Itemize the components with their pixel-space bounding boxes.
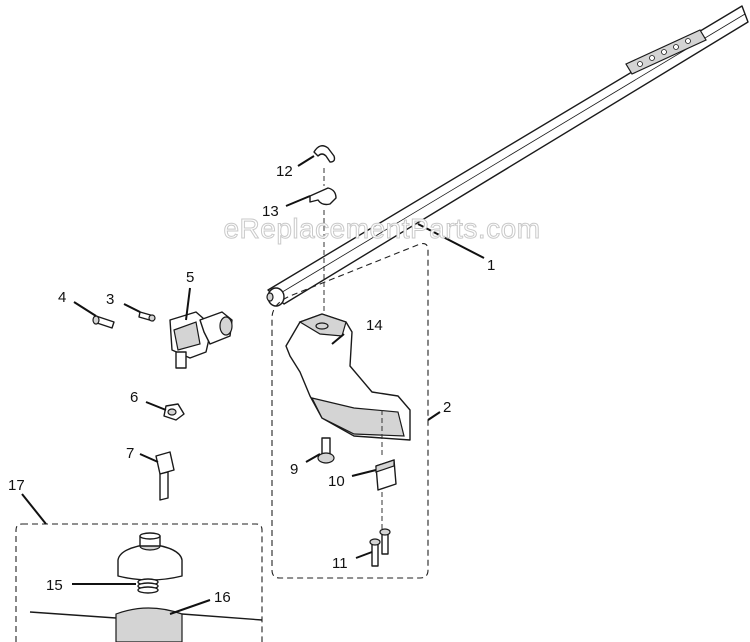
part-9-screw [317,437,335,464]
callout-1: 1 [487,257,495,274]
callout-17: 17 [8,477,25,494]
callout-3: 3 [106,291,114,308]
callout-2: 2 [443,399,451,416]
leader-1 [417,223,485,259]
part-14-grass-guard [285,313,411,441]
callout-14: 14 [366,317,383,334]
callout-11: 11 [332,555,348,572]
trimmer-head-cap [117,532,183,581]
callout-6: 6 [130,389,138,406]
leader-17 [21,493,47,525]
callout-15: 15 [46,577,63,594]
leader-5 [185,287,191,321]
part-11-screws [369,528,391,567]
part-6-nut [163,403,185,421]
leader-9 [305,453,321,463]
part-4-bolt [92,315,115,329]
part-7-drive-shaft [155,451,175,501]
part-13-clamp [309,187,337,206]
callout-labels: 1 2 3 4 5 6 7 9 10 11 12 13 14 15 16 17 [8,163,495,606]
leader-13 [285,195,311,207]
part-1-drive-tube [266,5,749,307]
leader-16 [169,599,211,615]
leader-3 [123,303,141,313]
part-5-gear-head [169,311,233,369]
callout-4: 4 [58,289,66,306]
callout-16: 16 [214,589,231,606]
leader-14 [331,333,345,345]
part-12-clip [313,145,336,163]
callout-13: 13 [262,203,279,220]
callout-7: 7 [126,445,134,462]
leader-11 [355,551,373,559]
leader-10 [351,469,377,477]
callout-10: 10 [328,473,345,490]
part-2-guard-assembly-outline [271,243,429,579]
leader-4 [73,301,97,317]
leader-lines [21,155,485,615]
leader-6 [145,401,167,411]
part-3-bolt [138,311,156,322]
callout-5: 5 [186,269,194,286]
leader-7 [139,453,159,463]
callout-12: 12 [276,163,293,180]
watermark-text: eReplacementParts.com [223,213,540,244]
callout-9: 9 [290,461,298,478]
part-15-spring [137,578,159,594]
leader-2 [427,411,441,421]
part-16-spool [29,607,263,642]
leader-12 [297,155,315,167]
part-17-trimmer-head-outline [15,523,263,642]
part-10-line-cutter-blade [375,459,397,491]
